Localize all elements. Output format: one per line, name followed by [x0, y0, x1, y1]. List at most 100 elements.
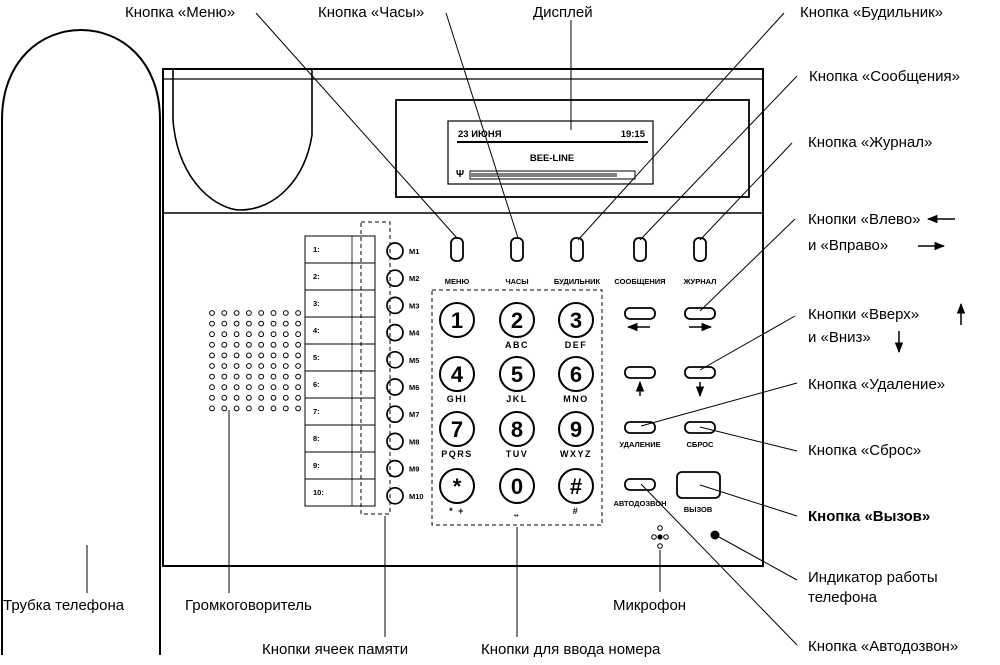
speaker-grille [209, 310, 302, 412]
memory-slot: 1: [304, 235, 376, 264]
memory-button[interactable]: M1 [386, 242, 419, 260]
keypad-key-digit: 4 [451, 362, 464, 387]
memory-slot: 7: [304, 397, 376, 426]
keypad-key[interactable]: ## [558, 468, 594, 516]
display-screen [447, 120, 654, 185]
antenna-icon: Ψ [456, 169, 464, 180]
keypad-key[interactable]: 1 [439, 302, 475, 338]
keypad-key-digit: 8 [511, 417, 523, 442]
memory-button[interactable]: M8 [386, 432, 419, 451]
memory-slot-label: 9: [313, 461, 320, 470]
keypad-key[interactable]: * * + [439, 468, 475, 516]
signal-bar-fill [471, 173, 617, 177]
keypad-key[interactable]: 0⎵ [499, 468, 535, 516]
memory-buttons-outline [360, 221, 391, 515]
handset [1, 29, 161, 655]
memory-button[interactable]: M2 [386, 269, 419, 288]
keypad-key-letters: GHI [447, 394, 468, 404]
memory-button-label: M2 [409, 274, 419, 283]
display-operator: BEE-LINE [530, 153, 574, 164]
memory-button-label: M5 [409, 356, 419, 365]
top-button-4[interactable]: СООБЩЕНИЯ [614, 237, 666, 286]
keypad-key-digit: 3 [570, 308, 582, 333]
signal-bar-frame [469, 170, 636, 180]
memory-slot-label: 10: [313, 488, 324, 497]
label-call-button: Кнопка «Вызов» [808, 508, 931, 525]
memory-slot-label: 5: [313, 353, 320, 362]
label-menu-button: Кнопка «Меню» [125, 4, 236, 21]
keypad-key-digit: 9 [570, 417, 582, 442]
label-speaker: Громкоговоритель [185, 597, 312, 614]
call-button[interactable] [676, 471, 721, 499]
memory-slot-label: 3: [313, 299, 320, 308]
memory-slot-label: 4: [313, 326, 320, 335]
keypad-key-letters: ⎵ [513, 506, 519, 516]
memory-slot: 3: [304, 289, 376, 318]
memory-button[interactable]: M5 [386, 350, 419, 369]
leader-lines [86, 12, 798, 646]
memory-slot: 5: [304, 343, 376, 372]
memory-slot: 2: [304, 262, 376, 291]
keypad-key-letters: * + [449, 506, 465, 516]
top-button-2[interactable]: ЧАСЫ [505, 237, 529, 286]
top-button-label: БУДИЛЬНИК [554, 277, 601, 286]
label-handset: Трубка телефона [3, 597, 125, 614]
label-redial-button: Кнопка «Автодозвон» [808, 638, 959, 655]
keypad-key-digit: 7 [451, 417, 463, 442]
reset-button-label: СБРОС [687, 440, 715, 449]
label-microphone: Микрофон [613, 597, 687, 614]
memory-slot-label: 7: [313, 407, 320, 416]
top-button-label: МЕНЮ [445, 277, 470, 286]
label-memory-cells: Кнопки ячеек памяти [262, 641, 409, 658]
up-button[interactable] [624, 366, 656, 379]
keypad-key-digit: # [570, 474, 582, 499]
top-button-5[interactable]: ЖУРНАЛ [683, 237, 717, 286]
keypad-key-digit: * [453, 474, 462, 499]
label-number-keys: Кнопки для ввода номера [481, 641, 661, 658]
memory-button-label: M1 [409, 247, 419, 256]
redial-button[interactable] [624, 478, 656, 491]
down-button[interactable] [684, 366, 716, 379]
microphone [651, 525, 669, 549]
label-alarm-button: Кнопка «Будильник» [800, 4, 944, 21]
memory-button-label: M9 [409, 465, 419, 474]
top-button-1[interactable]: МЕНЮ [445, 237, 470, 286]
display-date: 23 ИЮНЯ [458, 129, 502, 140]
memory-button[interactable]: M3 [386, 296, 419, 315]
right-button[interactable] [684, 307, 716, 320]
memory-button[interactable]: M9 [386, 459, 419, 478]
label-delete-button: Кнопка «Удаление» [808, 376, 946, 393]
memory-slot-label: 6: [313, 380, 320, 389]
memory-slot: 9: [304, 451, 376, 480]
label-reset-button: Кнопка «Сброс» [808, 442, 922, 459]
memory-button[interactable]: M4 [386, 323, 420, 342]
memory-slot: 4: [304, 316, 376, 345]
memory-button-label: M6 [409, 383, 419, 392]
memory-button[interactable]: M7 [386, 405, 419, 424]
top-button-3[interactable]: БУДИЛЬНИК [554, 237, 601, 286]
delete-button-label: УДАЛЕНИЕ [619, 440, 660, 449]
keypad-key-digit: 2 [511, 308, 523, 333]
keypad-key-letters: MNO [563, 394, 589, 404]
keypad-key-letters: DEF [565, 340, 588, 350]
memory-slot-label: 1: [313, 245, 320, 254]
delete-button[interactable] [624, 421, 656, 434]
display-time: 19:15 [621, 129, 646, 140]
memory-button[interactable]: M6 [386, 378, 419, 396]
keypad-key-letters: WXYZ [560, 449, 592, 459]
label-up-down-line2: и «Вниз» [808, 329, 871, 346]
label-journal-button: Кнопка «Журнал» [808, 134, 933, 151]
display-bezel [395, 99, 750, 198]
memory-button[interactable]: M10 [386, 486, 424, 505]
left-button[interactable] [624, 307, 656, 320]
